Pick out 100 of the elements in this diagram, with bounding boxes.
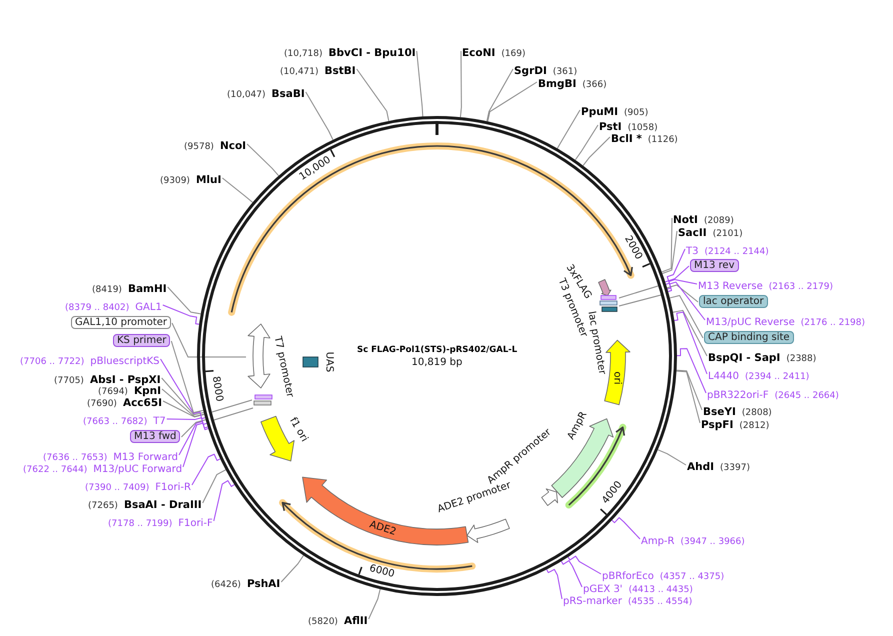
leader-line: [666, 248, 686, 285]
leader-line: [668, 282, 706, 320]
leader-line: [180, 419, 206, 438]
primer-range-label: (7706 .. 7722): [20, 356, 84, 368]
primer-name-label: M13 Reverse: [698, 280, 763, 292]
primer-range-label: (2176 .. 2198): [800, 318, 866, 328]
primer-range-label: (4357 .. 4375): [660, 572, 724, 582]
site-name-label: NcoI: [220, 140, 246, 152]
leader-line: [582, 136, 610, 166]
site-name-label: AbsI - PspXI: [90, 374, 161, 386]
feature-tag: CAP binding site: [704, 330, 794, 344]
primer-name-label: T7: [153, 416, 166, 426]
leader-line: [560, 560, 582, 588]
leader-line: [662, 230, 678, 274]
site-position-label: (366): [582, 80, 607, 90]
site-position-label: (7694): [98, 386, 128, 398]
feature-label: ori: [610, 371, 622, 384]
leader-line: [669, 295, 704, 338]
site-position-label: (905): [624, 108, 648, 118]
leader-line: [178, 420, 208, 456]
feature-label: ADE2: [368, 518, 398, 538]
feature-label: UAS: [322, 352, 334, 372]
leader-line: [487, 82, 538, 122]
leader-line: [460, 50, 462, 118]
site-position-label: (169): [501, 48, 526, 60]
leader-line: [356, 68, 390, 122]
leader-line: [161, 378, 204, 416]
site-position-label: (361): [552, 66, 578, 78]
primer-range-label: (7390 .. 7409): [85, 482, 150, 494]
leader-line: [166, 417, 208, 425]
leader-line: [172, 322, 246, 358]
feature-tag: lac operator: [699, 294, 768, 308]
scale-label: 6000: [368, 562, 396, 581]
site-position-label: (10,471): [280, 66, 319, 78]
feature-tag: M13 fwd: [130, 430, 180, 442]
site-position-label: (1126): [648, 134, 678, 146]
site-name-label: PpuMI: [581, 106, 618, 118]
leader-line: [568, 556, 602, 574]
primer-name-label: pRS-marker: [563, 596, 622, 606]
primer-name-label: pBRforEco: [602, 570, 654, 582]
primer-name-label: F1ori-R: [155, 482, 191, 492]
site-position-label: (7705): [54, 376, 84, 386]
feature-label: f1 ori: [286, 416, 310, 444]
primer-name-label: pBR322ori-F: [707, 390, 769, 400]
site-position-label: (3397): [720, 462, 750, 474]
site-name-label: AflII: [344, 616, 368, 626]
leader-line: [416, 50, 424, 117]
leader-line: [167, 286, 202, 314]
site-name-label: BsaBI: [272, 88, 305, 100]
leader-line: [666, 284, 698, 302]
feature-tag: KS primer: [113, 334, 170, 346]
leader-line: [162, 304, 200, 325]
site-name-label: BseYI: [703, 406, 736, 418]
leader-line: [161, 388, 205, 417]
site-name-label: MluI: [196, 174, 222, 186]
primer-range-label: (2163 .. 2179): [768, 282, 834, 292]
site-name-label: EcoNI: [462, 48, 496, 58]
site-position-label: (9578): [184, 142, 214, 152]
leader-line: [162, 400, 205, 418]
site-position-label: (2812): [739, 420, 770, 432]
site-name-label: PstI: [599, 122, 622, 132]
site-name-label: BsaAI - DraIII: [124, 500, 202, 510]
site-name-label: BmgBI: [538, 78, 576, 90]
primer-name-label: pBluescriptKS: [90, 356, 160, 366]
leader-line: [666, 279, 698, 290]
site-name-label: BclI *: [611, 134, 642, 144]
primer-range-label: (7663 .. 7682): [83, 416, 148, 428]
site-name-label: BamHI: [128, 284, 167, 294]
leader-line: [676, 370, 700, 424]
leader-line: [305, 92, 334, 140]
primer-name-label: L4440: [708, 370, 740, 382]
leader-line: [182, 422, 209, 468]
leader-line: [280, 554, 304, 582]
site-name-label: BbvCI - Bpu10I: [328, 48, 416, 58]
feature-tag: GAL1,10 promoter: [71, 316, 172, 328]
site-position-label: (9309): [160, 176, 190, 186]
site-position-label: (2089): [704, 216, 734, 226]
leader-line: [611, 517, 640, 540]
site-position-label: (6426): [211, 580, 241, 590]
primer-name-label: Amp-R: [641, 536, 674, 546]
primer-range-label: (7622 .. 7644): [23, 464, 88, 476]
primer-range-label: (3947 .. 3966): [680, 536, 745, 548]
primer-name-label: M13/pUC Reverse: [706, 316, 795, 328]
plasmid-length-label: 10,819 bp: [412, 357, 462, 369]
leader-line: [486, 68, 514, 122]
site-name-label: AhdI: [687, 462, 714, 472]
scale-label: 8000: [208, 376, 225, 402]
leader-line: [546, 568, 562, 600]
leader-line: [676, 370, 702, 410]
site-name-label: PshAI: [246, 578, 280, 590]
site-position-label: (7690): [87, 398, 117, 410]
primer-name-label: GAL1: [135, 302, 162, 312]
site-name-label: BstBI: [324, 66, 356, 76]
primer-range-label: (2124 .. 2144): [704, 246, 769, 258]
site-name-label: Acc65I: [122, 398, 162, 408]
site-position-label: (8419): [92, 284, 122, 296]
plasmid-name-title: Sc FLAG-Pol1(STS)-pRS402/GAL-L: [357, 344, 518, 356]
primer-range-label: (7178 .. 7199): [108, 518, 172, 530]
primer-name-label: M13 Forward: [113, 452, 178, 462]
leader-line: [664, 266, 690, 282]
